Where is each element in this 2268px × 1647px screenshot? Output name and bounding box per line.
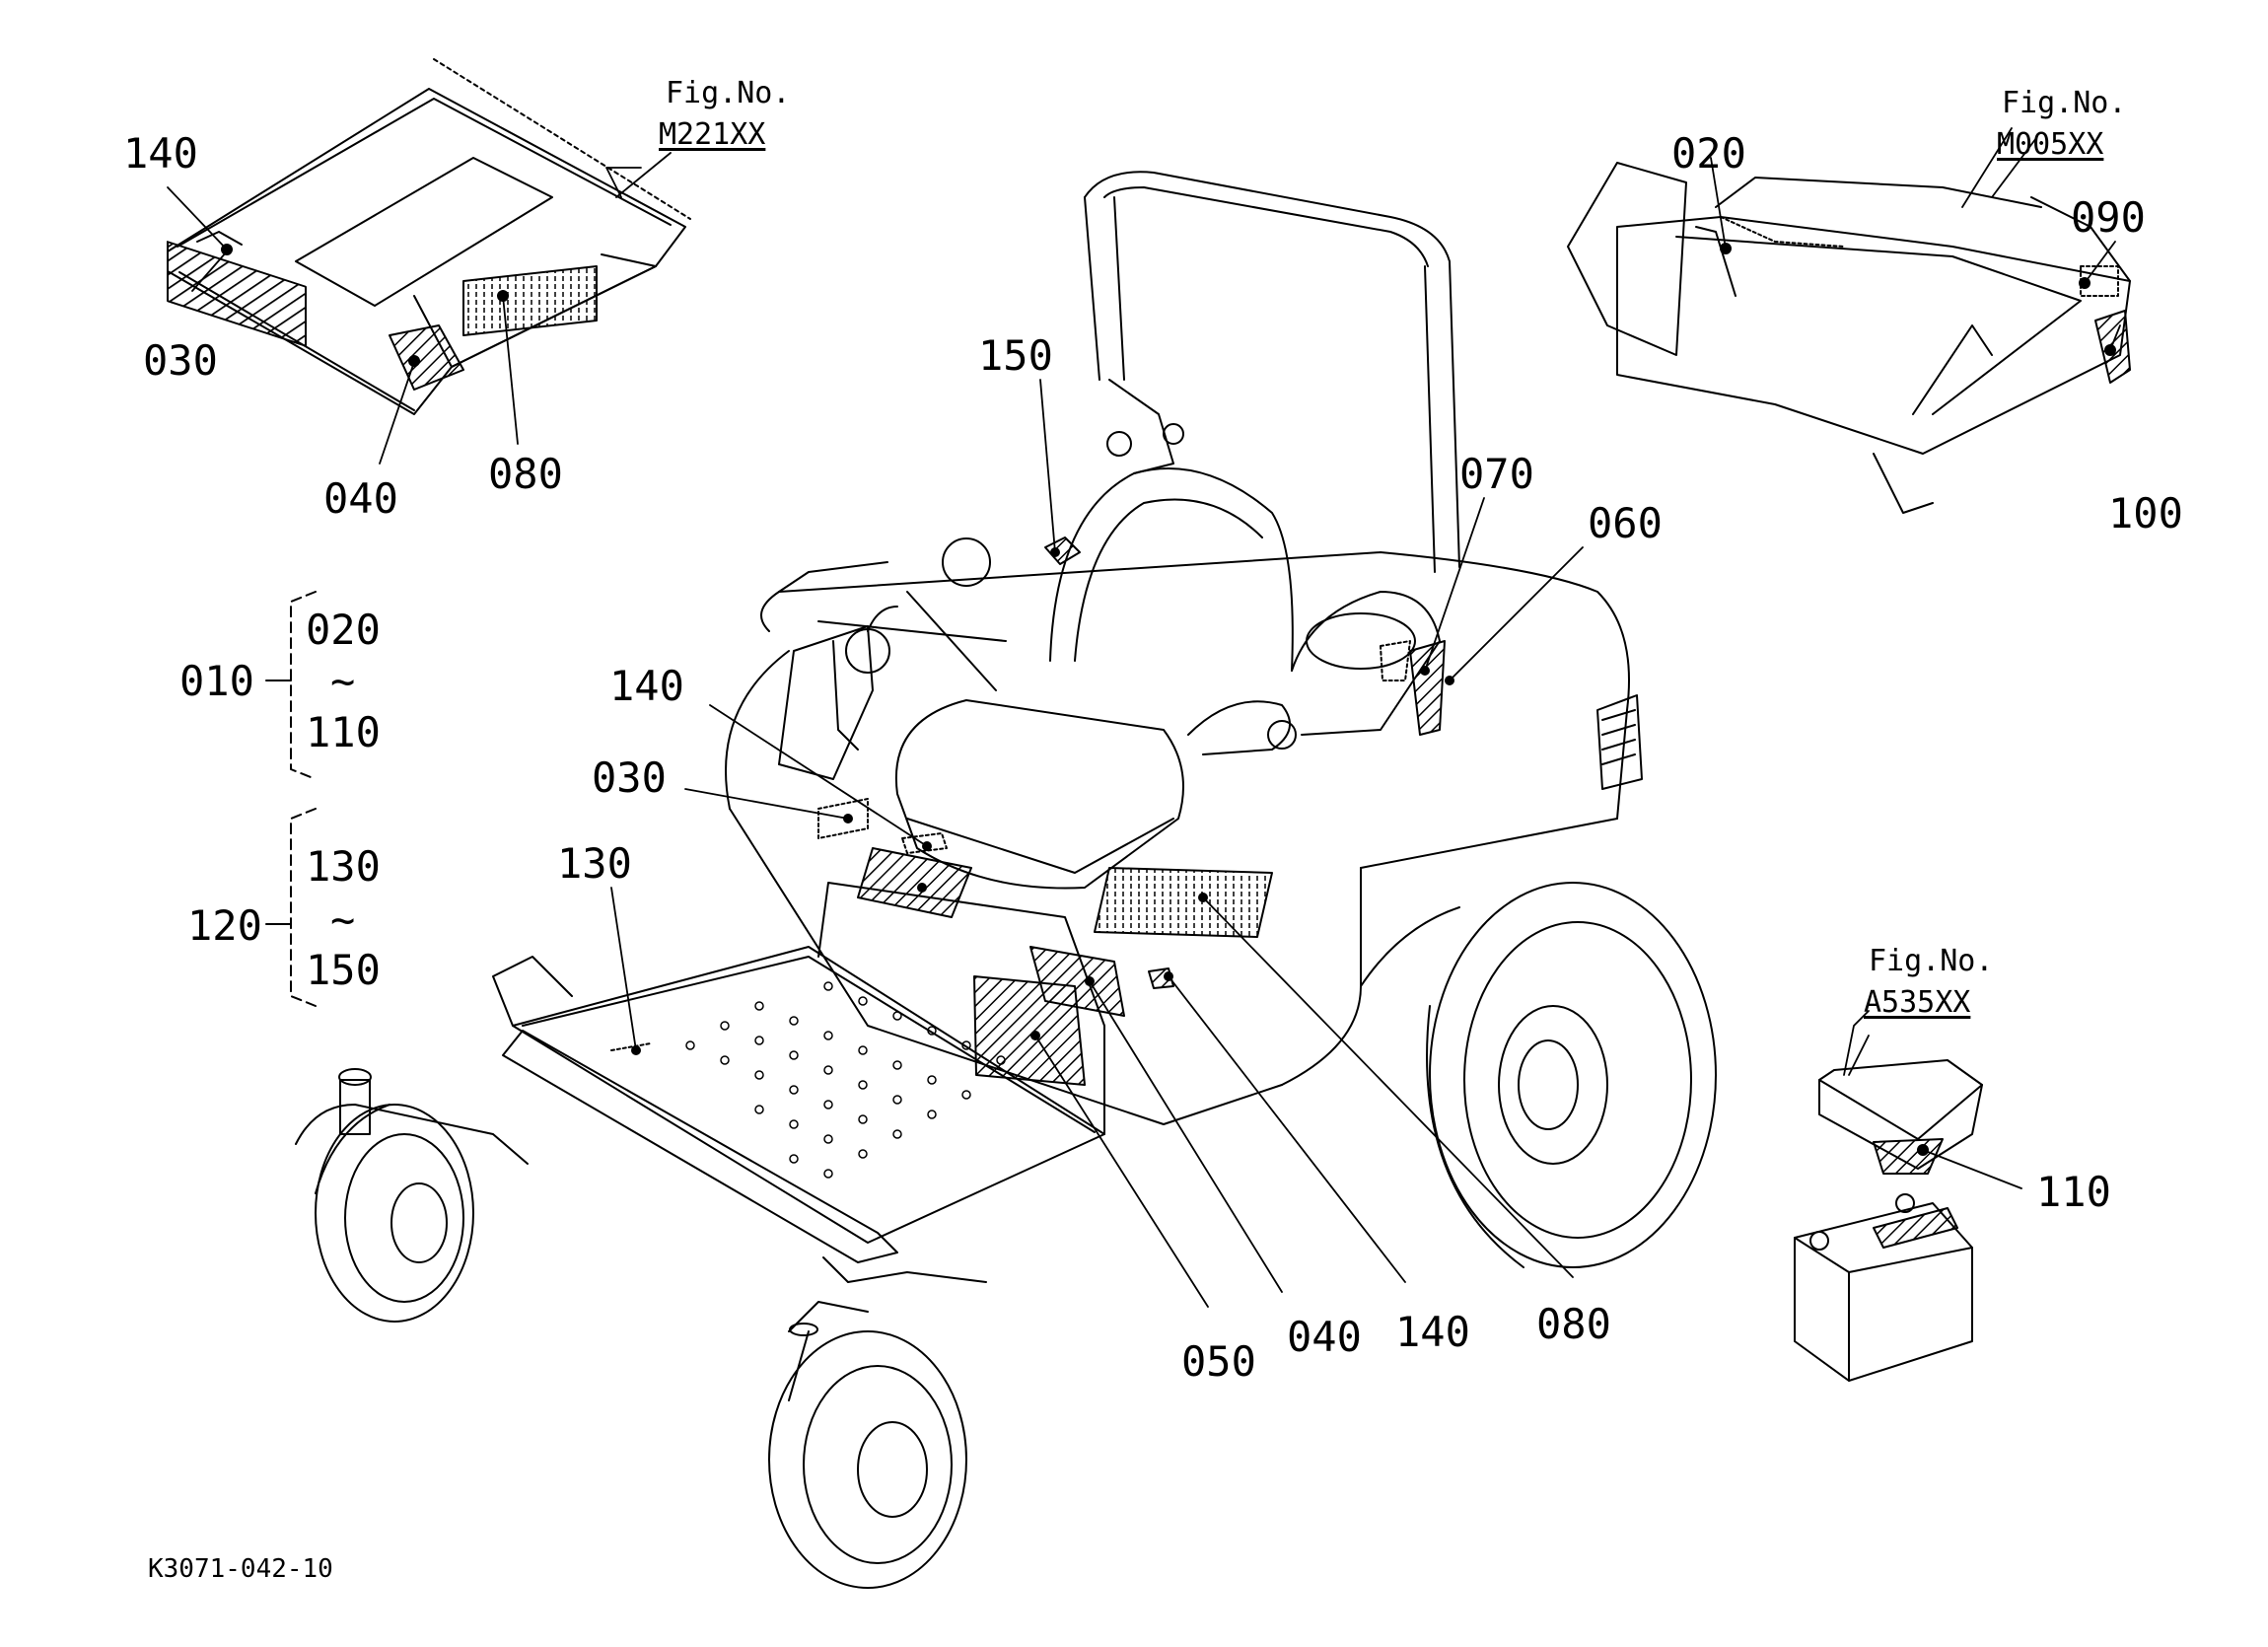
fig-ref-m221-label: Fig.No. [666, 76, 791, 110]
fig-ref-m221-code[interactable]: M221XX [659, 117, 766, 152]
callout-140-seat[interactable]: 140 [609, 662, 684, 710]
callout-060[interactable]: 060 [1588, 499, 1663, 547]
group-tilde-1: ~ [330, 657, 356, 705]
callout-100[interactable]: 100 [2108, 489, 2183, 537]
group-parent-120[interactable]: 120 [187, 901, 262, 950]
callout-150[interactable]: 150 [978, 331, 1053, 380]
floor-plate-drawing [167, 58, 691, 415]
fig-ref-a535-label: Fig.No. [1869, 944, 1994, 978]
drawing-number: K3071-042-10 [148, 1554, 333, 1584]
callout-030-floor[interactable]: 030 [143, 336, 218, 385]
group-parent-010[interactable]: 010 [179, 657, 254, 705]
callout-130[interactable]: 130 [557, 839, 632, 888]
group-brackets [265, 591, 317, 1007]
rear-frame-drawing [1567, 162, 2131, 514]
callout-080-main[interactable]: 080 [1536, 1300, 1611, 1348]
callout-110[interactable]: 110 [2036, 1168, 2111, 1216]
callout-080-floor[interactable]: 080 [488, 450, 563, 498]
group-from-130[interactable]: 130 [306, 842, 381, 891]
callout-090[interactable]: 090 [2071, 193, 2146, 242]
callout-140-floor[interactable]: 140 [123, 129, 198, 178]
battery-drawing [1794, 1059, 1983, 1382]
callout-040-main[interactable]: 040 [1287, 1313, 1362, 1361]
fig-ref-m005-label: Fig.No. [2002, 86, 2127, 120]
leader-lines [167, 127, 2121, 1308]
group-to-150[interactable]: 150 [306, 946, 381, 994]
fig-ref-a535-code[interactable]: A535XX [1864, 985, 1971, 1020]
callout-140-main[interactable]: 140 [1395, 1308, 1470, 1356]
callout-050[interactable]: 050 [1181, 1337, 1256, 1386]
mower-body-drawing [295, 171, 1717, 1589]
callout-030-seat[interactable]: 030 [592, 753, 667, 802]
fig-ref-m005-code[interactable]: M005XX [1997, 127, 2104, 162]
group-tilde-2: ~ [330, 895, 356, 944]
group-from-020[interactable]: 020 [306, 606, 381, 654]
callout-070[interactable]: 070 [1459, 450, 1534, 498]
group-to-110[interactable]: 110 [306, 708, 381, 756]
callout-020[interactable]: 020 [1671, 129, 1746, 178]
callout-040-floor[interactable]: 040 [323, 474, 398, 523]
